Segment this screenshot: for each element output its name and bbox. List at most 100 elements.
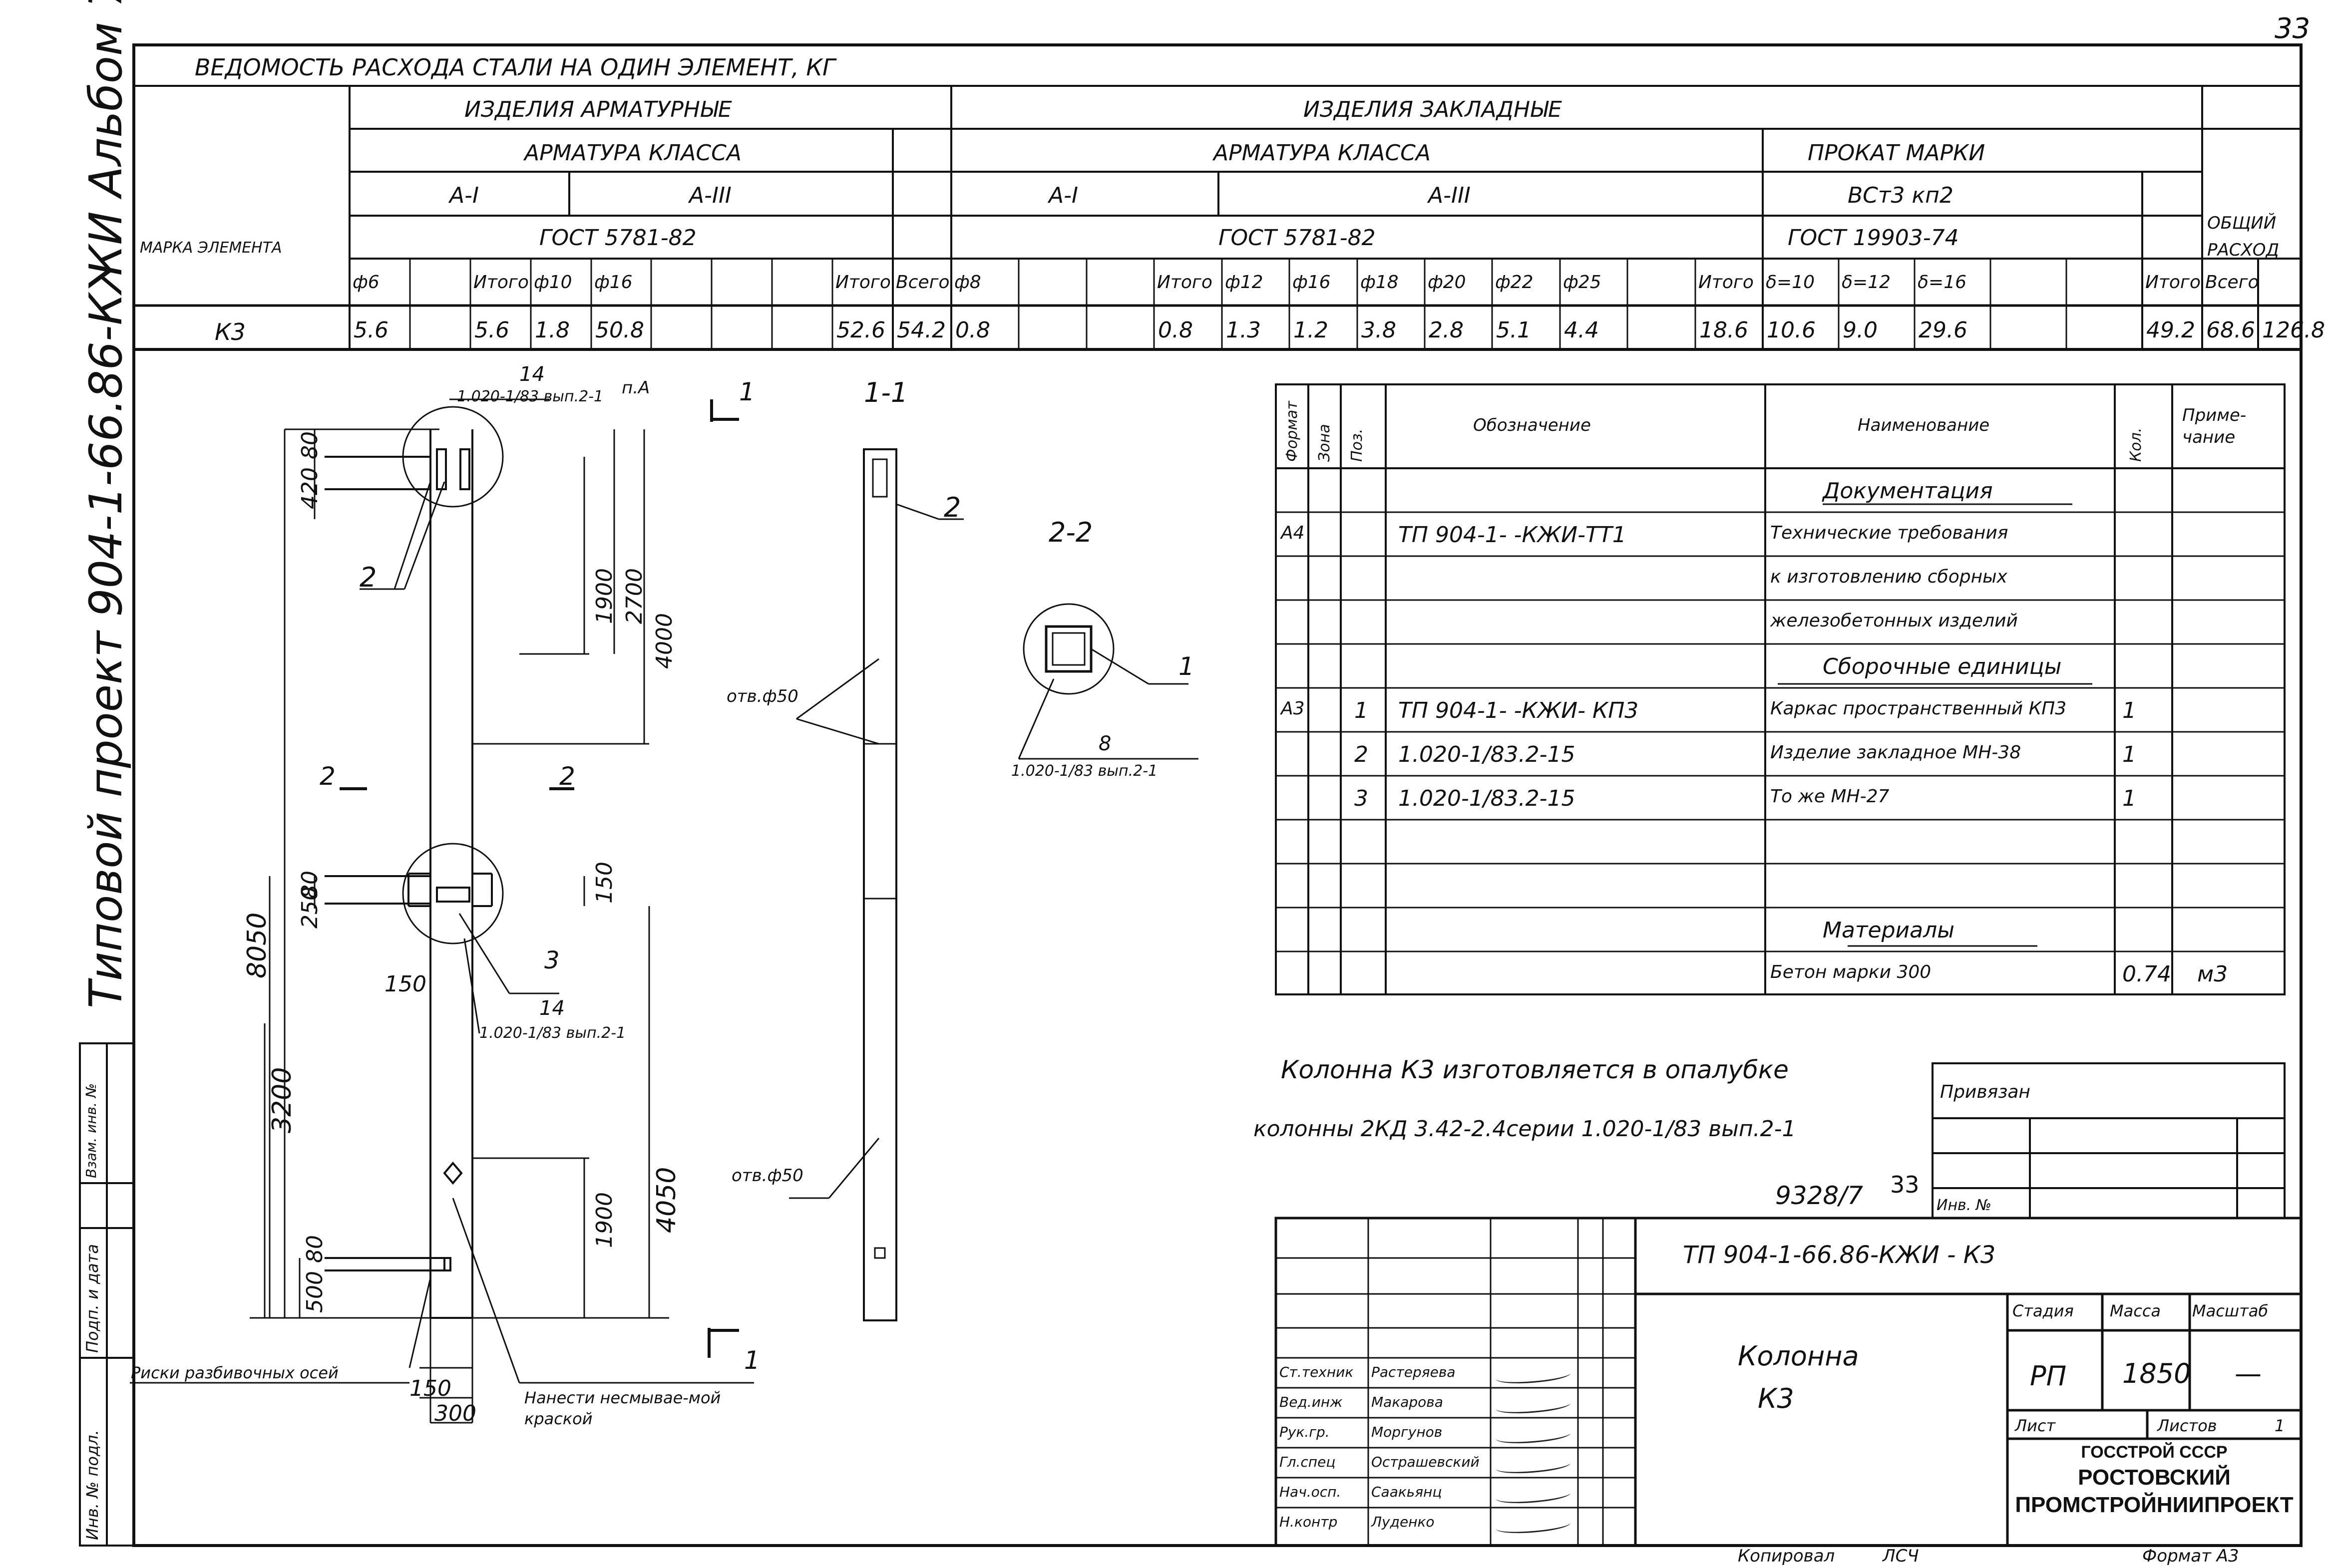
dimension-label: 150 — [385, 971, 426, 997]
steel-cell: 2.8 — [1429, 317, 1464, 343]
mark-header: МАРКА ЭЛЕМЕНТА — [140, 239, 282, 257]
pos-1: 1 — [1178, 652, 1194, 681]
steel-cell: 1.2 — [1293, 317, 1328, 343]
inv-sheet: 33 — [1890, 1171, 1920, 1198]
steel-col-header: Итого — [1698, 272, 1754, 293]
spec-code: 1.020-1/83.2-15 — [1398, 786, 1575, 811]
group-rebar: ИЗДЕЛИЯ АРМАТУРНЫЕ — [464, 97, 732, 122]
dimension-label: 150 — [592, 862, 617, 904]
sheet-number: 33 — [2275, 12, 2311, 45]
title-name-1: Колонна — [1738, 1340, 1859, 1372]
ref-mid: 1.020-1/83 вып.2-1 — [479, 1024, 626, 1042]
steel-col-header: ф20 — [1428, 272, 1466, 293]
role-name: Макарова — [1371, 1394, 1443, 1410]
steel-col-header: Итого — [1157, 272, 1212, 293]
steel-col-header: δ=16 — [1918, 272, 1966, 293]
steel-col-header: Всего — [2205, 272, 2259, 293]
dimension-label: 4000 — [652, 613, 677, 669]
steel-cell: 0.8 — [1158, 317, 1193, 343]
scale-value: — — [2235, 1358, 2262, 1389]
spec-code: ТП 904-1- -КЖИ- КП3 — [1398, 698, 1639, 723]
spec-qty: 1 — [2122, 742, 2136, 767]
doc-code: ТП 904-1-66.86-КЖИ - К3 — [1683, 1241, 1996, 1269]
steel-cell: 3.8 — [1361, 317, 1396, 343]
spec-code: ТП 904-1- -КЖИ-ТТ1 — [1398, 522, 1626, 548]
steel-cell: 1.3 — [1226, 317, 1261, 343]
spec-name: Материалы — [1823, 918, 1954, 943]
pos-2-top: 2 — [360, 562, 377, 593]
steel-cell: 9.0 — [1843, 317, 1878, 343]
note-axes: Риски разбивочных осей — [131, 1363, 381, 1384]
note-axes-text: Риски разбивочных осей — [131, 1363, 339, 1382]
steel-col-header: ф16 — [594, 272, 633, 293]
hole-1: отв.ф50 — [727, 686, 798, 706]
dimension-label: 4050 — [652, 1167, 682, 1233]
pos-14: 14 — [539, 997, 565, 1020]
steel-col-header: ф12 — [1225, 272, 1263, 293]
steel-col-header: ф10 — [534, 272, 572, 293]
spec-pos: 3 — [1354, 786, 1368, 811]
steel-col-header: Итого — [835, 272, 891, 293]
steel-cell: 49.2 — [2146, 317, 2195, 343]
spec-header-cell: Зона — [1316, 424, 1333, 462]
steel-col-header: ф16 — [1292, 272, 1331, 293]
stamp-repl: Взам. инв. № — [83, 1083, 99, 1178]
role-name: Моргунов — [1371, 1424, 1443, 1440]
privyazan-label: Привязан — [1940, 1082, 2030, 1102]
dimension-label: 150 — [409, 1376, 451, 1401]
role-name: Растеряева — [1371, 1364, 1456, 1380]
inv-no-label: Инв. № — [1937, 1197, 1992, 1214]
footer-copier: ЛСЧ — [1883, 1546, 1919, 1566]
role-title: Рук.гр. — [1279, 1424, 1330, 1440]
mass-header: Масса — [2110, 1301, 2161, 1320]
rebar-class: АРМАТУРА КЛАССА — [524, 140, 742, 166]
row-mark: К3 — [215, 318, 246, 345]
class-a1: А-I — [449, 183, 479, 208]
mass-value: 1850 — [2122, 1358, 2191, 1389]
spec-pos: 1 — [1354, 698, 1368, 723]
section-mark-1-bottom: 1 — [744, 1346, 760, 1375]
scale-header: Масштаб — [2192, 1301, 2269, 1320]
role-title: Нач.осп. — [1279, 1484, 1341, 1500]
spec-format: А3 — [1281, 698, 1305, 719]
steel-col-header: ф6 — [353, 272, 380, 293]
steel-col-header: Итого — [473, 272, 529, 293]
spec-name: Сборочные единицы — [1823, 654, 2062, 679]
role-name: Острашевский — [1371, 1454, 1480, 1470]
org-line-2: РОСТОВСКИЙ — [2078, 1465, 2231, 1490]
spec-name: Каркас пространственный КП3 — [1770, 698, 2067, 719]
steel-col-header: ф8 — [954, 272, 981, 293]
gost1: ГОСТ 5781-82 — [539, 225, 697, 251]
pos-8: 8 — [1099, 732, 1112, 755]
rolled-header: ПРОКАТ МАРКИ — [1808, 140, 1985, 166]
steel-cell: 18.6 — [1699, 317, 1748, 343]
dimension-label: 1900 — [592, 1192, 617, 1248]
spec-note: м3 — [2197, 961, 2228, 987]
steel-cell: 50.8 — [595, 317, 644, 343]
spec-code: 1.020-1/83.2-15 — [1398, 742, 1575, 767]
dimension-label: 500 — [302, 1271, 328, 1313]
spec-header-cell: Наименование — [1858, 415, 1990, 435]
side-caption: Типовой проект 904-1-66.86-КЖИ Альбом 7 — [80, 0, 132, 1008]
steel-cell: 10.6 — [1767, 317, 1816, 343]
spec-header-cell: Поз. — [1348, 428, 1366, 462]
dimension-label: 420 — [297, 467, 323, 509]
steel-cell: 126.8 — [2262, 317, 2325, 343]
footer-copied: Копировал — [1738, 1546, 1835, 1566]
section-mark-1: 1 — [739, 377, 755, 406]
class-a3b: А-III — [1428, 183, 1471, 208]
dimension-label: 3200 — [267, 1067, 297, 1133]
dimension-label: 80 — [302, 1235, 328, 1263]
spec-name: Технические требования — [1770, 523, 2008, 543]
steel-cell: 4.4 — [1564, 317, 1599, 343]
spec-format: А4 — [1281, 523, 1305, 543]
sheets-value: 1 — [2275, 1416, 2285, 1435]
dimension-label: 250 — [297, 887, 323, 929]
section-label-11: 1-1 — [864, 377, 908, 408]
stage-value: РП — [2030, 1360, 2067, 1392]
spec-qty: 1 — [2122, 698, 2136, 723]
spec-header-cell: Кол. — [2127, 427, 2145, 462]
steel-col-header: δ=10 — [1766, 272, 1815, 293]
steel-cell: 54.2 — [897, 317, 946, 343]
org-line-3: ПРОМСТРОЙНИИПРОЕКТ — [2015, 1493, 2294, 1517]
